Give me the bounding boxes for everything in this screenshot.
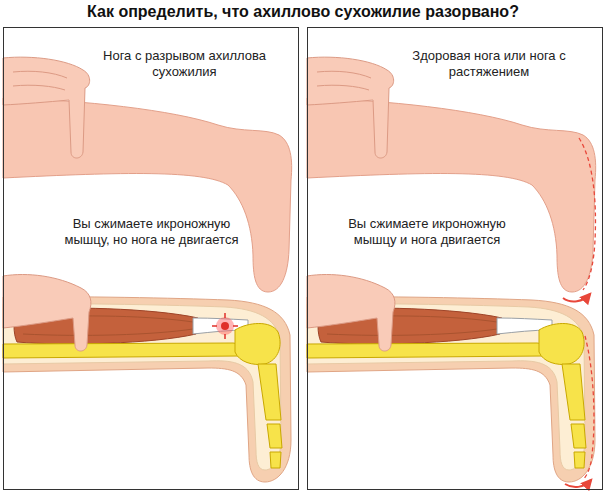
panel-box: Нога с разрывом ахиллова сухожилия Вы сжи… xyxy=(3,27,299,490)
panel-box: Здоровая нога или нога с растяжением Вы с… xyxy=(307,27,603,490)
rupture-mark xyxy=(212,313,238,339)
panel-caption: Вы сжимаете икроножную мышцу и нога двиг… xyxy=(341,216,513,248)
panel-heading: Здоровая нога или нога с растяжением xyxy=(403,48,575,80)
panel-caption: Вы сжимаете икроножную мышцу, но нога не… xyxy=(64,216,239,248)
panel-heading: Нога с разрывом ахиллова сухожилия xyxy=(102,48,267,80)
ruptured-leg xyxy=(3,57,292,482)
movement-arrows xyxy=(563,138,595,487)
healthy-leg xyxy=(307,57,596,482)
diagram-title: Как определить, что ахиллово сухожилие р… xyxy=(0,3,606,21)
